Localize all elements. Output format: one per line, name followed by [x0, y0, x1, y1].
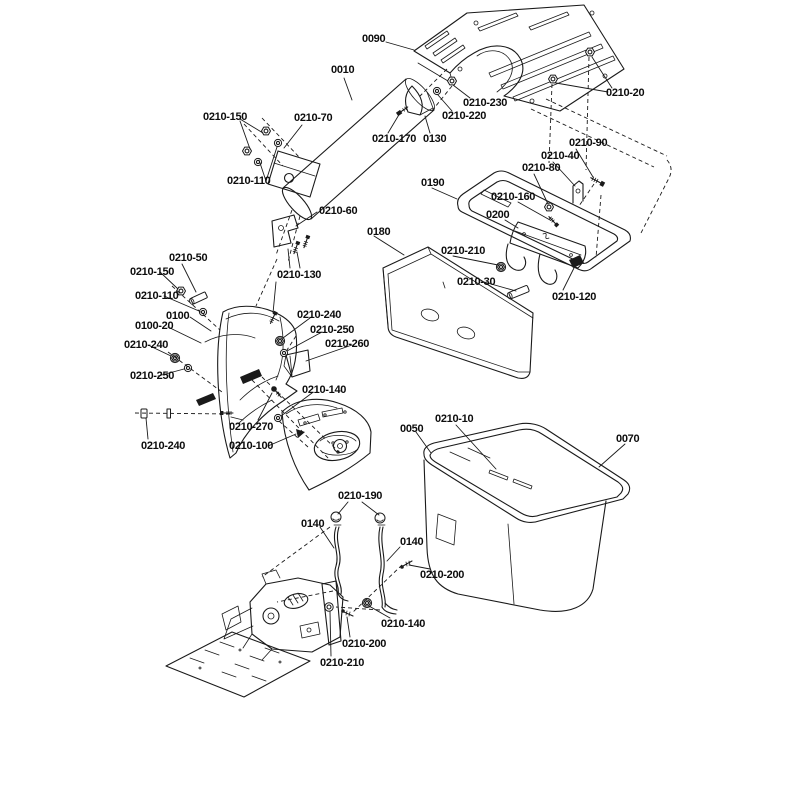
part-rod-0140-right [378, 525, 397, 614]
part-knob-0210-190 [330, 511, 342, 523]
fastener-0210-210 [495, 261, 507, 273]
part-deflector-0130 [405, 86, 433, 115]
fastener-0210-210 [327, 605, 331, 609]
fastener-0210-220 [432, 86, 442, 96]
fastener-0210-20 [584, 47, 596, 57]
fastener-pin [167, 409, 171, 418]
assembly-guides [135, 57, 671, 613]
part-clamp-0210-70 [268, 151, 320, 197]
fastener-0210-140 [273, 413, 283, 423]
part-deck-0210-100 [282, 399, 371, 490]
part-chassis [166, 570, 343, 697]
part-top-plate-0090 [414, 5, 624, 111]
part-plate-0200 [510, 222, 586, 268]
fastener-0210-130 [291, 240, 301, 255]
fastener-0210-160 [546, 214, 560, 229]
fastener-0210-210 [325, 603, 333, 611]
part-bin-0050 [424, 448, 606, 611]
fastener-0210-110 [273, 138, 283, 148]
fastener-0210-50 [189, 292, 208, 305]
part-tray-0180 [383, 247, 533, 378]
fastener-0210-30 [506, 285, 529, 300]
fastener-0210-130 [301, 234, 311, 249]
fastener-0210-80 [543, 202, 555, 212]
fastener-0210-240 [169, 352, 181, 364]
part-knob-0210-190 [374, 512, 386, 524]
fastener-0210-20 [547, 74, 559, 84]
part-bracket-0210-60 [272, 215, 298, 247]
fastener-0210-150 [260, 126, 272, 136]
fastener-0210-200 [400, 561, 412, 569]
part-chute-tube-0010 [278, 75, 439, 224]
fastener-0210-200 [341, 609, 353, 616]
fastener-0210-170 [395, 105, 409, 117]
part-chute-0100 [196, 306, 297, 458]
fastener-0210-230 [446, 76, 458, 86]
part-handle-0210-10 [489, 470, 532, 489]
part-rod-0140-left [334, 525, 348, 601]
part-frame-0190 [458, 171, 631, 284]
part-rim-0070 [424, 423, 630, 522]
fastener-0210-90 [590, 176, 606, 187]
fastener-0210-270 [219, 410, 234, 416]
leader-lines [146, 42, 625, 656]
part-flap-0210-260 [284, 350, 310, 377]
